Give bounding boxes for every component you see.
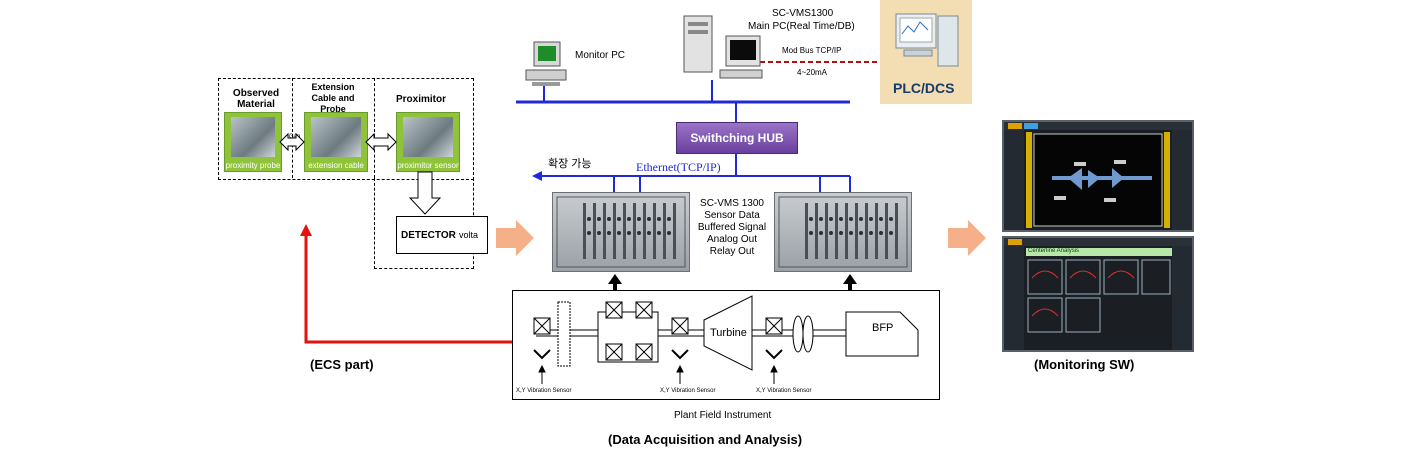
- vms-rack-2-slots: [778, 196, 908, 268]
- proximity-probe-caption: proximity probe: [225, 161, 281, 170]
- plant-up-arrow-1: [608, 274, 622, 292]
- vms-rack-2: [774, 192, 912, 272]
- extension-cable-label: Extension Cable and Probe: [311, 82, 355, 114]
- detector-down-arrow: [408, 171, 442, 215]
- double-arrow-2: [365, 132, 397, 152]
- ecs-divider-1: [292, 78, 293, 178]
- sensor-label-1: X,Y Vibration Sensor: [516, 388, 572, 394]
- data-acquisition-caption: (Data Acquisition and Analysis): [608, 432, 803, 447]
- ecs-caption: (ECS part): [310, 357, 374, 372]
- turbine-shape: [703, 295, 753, 371]
- vms-line-5: Relay Out: [709, 246, 755, 257]
- main-pc-title: SC-VMS1300: [772, 8, 834, 19]
- motor-block: [597, 301, 659, 363]
- monitoring-caption: (Monitoring SW): [1034, 357, 1135, 372]
- sensor-arrows: [538, 364, 778, 384]
- voltage-label: volta: [459, 230, 479, 240]
- sensor-chevron-2: [671, 349, 689, 360]
- monitoring-screen-bottom-content: [1004, 238, 1192, 350]
- switching-hub-box: Swithching HUB: [676, 122, 798, 154]
- vms-line-1: SC-VMS 1300: [700, 198, 764, 209]
- bearing-2: [671, 317, 689, 335]
- ecs-feedback-arrow: [304, 232, 512, 344]
- gap-label: Gap: [289, 134, 301, 140]
- flow-arrow-right: [948, 220, 986, 256]
- main-pc-subtitle: Main PC(Real Time/DB): [748, 21, 855, 32]
- monitoring-screen-bottom: Centerline Analysis: [1002, 236, 1194, 352]
- vms-line-4: Analog Out: [706, 234, 758, 245]
- plant-caption: Plant Field Instrument: [674, 410, 772, 421]
- monitor-pc-label: Monitor PC: [575, 50, 626, 61]
- vms-line-3: Buffered Signal: [697, 222, 767, 233]
- monitor-pc-icon: [525, 41, 567, 86]
- observed-material-label: Observed Material: [232, 88, 280, 110]
- monitoring-screen-top: [1002, 120, 1194, 232]
- vms-line-2: Sensor Data: [704, 210, 760, 221]
- proximitor-label: Proximitor: [396, 94, 447, 105]
- monitoring-screen-top-content: [1004, 122, 1192, 230]
- ecs-divider-2: [374, 78, 375, 178]
- proximity-probe-photo: proximity probe: [224, 112, 282, 172]
- detector-label: DETECTOR: [401, 230, 456, 241]
- bfp-pump-shape: [845, 311, 919, 357]
- ecs-dashed-box: [218, 78, 474, 180]
- double-arrow-1: [279, 132, 305, 152]
- gear-wheel: [557, 301, 571, 367]
- plc-dcs-box: PLC/DCS: [880, 0, 972, 104]
- ecs-feedback-arrowhead: [300, 224, 312, 236]
- extension-cable-photo: extension cable: [304, 112, 368, 172]
- modbus-label: Mod Bus TCP/IP: [782, 46, 842, 55]
- current-loop-label: 4~20mA: [797, 68, 828, 77]
- turbine-label: Turbine: [710, 327, 747, 339]
- coupling: [792, 315, 814, 353]
- bearing-3: [765, 317, 783, 335]
- proximitor-sensor-caption: proximitor sensor: [397, 161, 459, 170]
- vms-description: SC-VMS 1300 Sensor Data Buffered Signal …: [690, 198, 774, 258]
- expand-label: 확장 가능: [548, 158, 592, 170]
- sensor-chevron-3: [765, 349, 783, 360]
- plc-dcs-label: PLC/DCS: [893, 80, 955, 96]
- switching-hub-label: Swithching HUB: [690, 131, 784, 145]
- flow-arrow-left: [496, 220, 534, 256]
- vms-rack-1-slots: [556, 196, 686, 268]
- expand-arrowhead: [532, 171, 542, 181]
- plc-computer-icon: [895, 13, 959, 67]
- extension-cable-caption: extension cable: [308, 161, 364, 170]
- bfp-label: BFP: [872, 322, 894, 334]
- bearing-1: [533, 317, 551, 335]
- sensor-chevron-1: [533, 349, 551, 360]
- vms-rack-1: [552, 192, 690, 272]
- detector-box: DETECTOR volta: [396, 216, 488, 254]
- sensor-label-3: X,Y Vibration Sensor: [756, 388, 812, 394]
- monitoring-panel-title: Centerline Analysis: [1028, 248, 1080, 254]
- sensor-label-2: X,Y Vibration Sensor: [660, 388, 716, 394]
- main-pc-icon: [683, 15, 763, 79]
- plant-up-arrow-2: [843, 274, 857, 292]
- ethernet-label: Ethernet(TCP/IP): [636, 160, 721, 174]
